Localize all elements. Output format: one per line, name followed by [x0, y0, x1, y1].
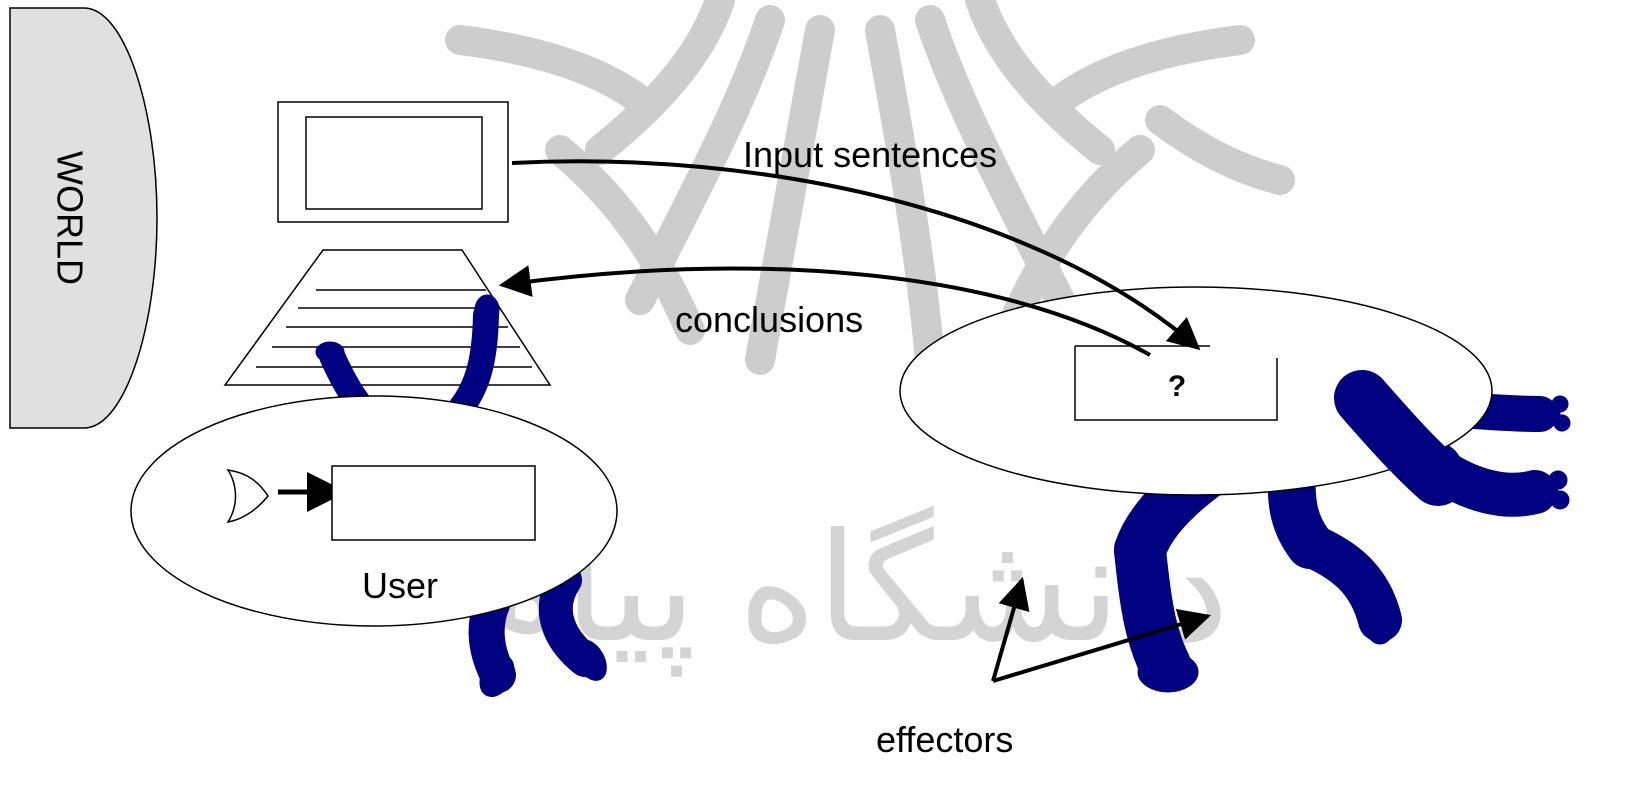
watermark-ray: [1145, 105, 1295, 195]
user-node: User: [130, 395, 618, 627]
agent-finger: [1551, 395, 1569, 413]
question-mark: ?: [1168, 370, 1186, 403]
agent-arm-front: [1334, 370, 1466, 506]
user-left-foot: [479, 655, 515, 697]
user-mind-box: [331, 465, 536, 541]
world-shape: [9, 7, 158, 429]
conclusions-arrow: [498, 265, 1151, 357]
watermark-ray: [865, 15, 945, 375]
watermark-ray: [965, 0, 1115, 165]
agent-finger: [1553, 414, 1571, 432]
agent-foot-right: [1363, 595, 1397, 645]
world-panel: WORLD: [9, 7, 158, 429]
agent-foot-left: [1137, 651, 1199, 693]
watermark-ray: [745, 15, 835, 375]
agent-arm-front-shape: [1334, 370, 1466, 506]
watermark-ray: [585, 0, 735, 165]
watermark-ray: [445, 25, 655, 115]
agent-finger: [1550, 490, 1570, 510]
watermark-ray: [545, 135, 705, 345]
computer: [223, 101, 552, 386]
agent-node: ?: [899, 286, 1493, 496]
watermark-ray: [1045, 25, 1255, 115]
world-label: WORLD: [49, 151, 90, 285]
effector-arrow-up: [991, 576, 1030, 682]
effector-arrow-right: [992, 609, 1212, 683]
input-sentences-arrow: [511, 159, 1201, 351]
monitor-screen: [305, 116, 483, 210]
user-left-hand: [315, 341, 345, 363]
effectors-label: effectors: [876, 719, 1013, 760]
input-sentences-label: Input sentences: [743, 134, 997, 175]
user-right-hand: [474, 294, 500, 326]
eye-icon: [226, 468, 269, 524]
effectors-arrows: [991, 576, 1212, 683]
user-label: User: [362, 565, 438, 606]
user-right-foot: [573, 639, 607, 681]
agent-ellipse: [899, 286, 1493, 496]
keyboard: [223, 249, 552, 386]
agent-finger: [1548, 470, 1568, 490]
conclusions-label: conclusions: [675, 299, 863, 340]
agent-leg-left-lower: [1114, 524, 1191, 691]
